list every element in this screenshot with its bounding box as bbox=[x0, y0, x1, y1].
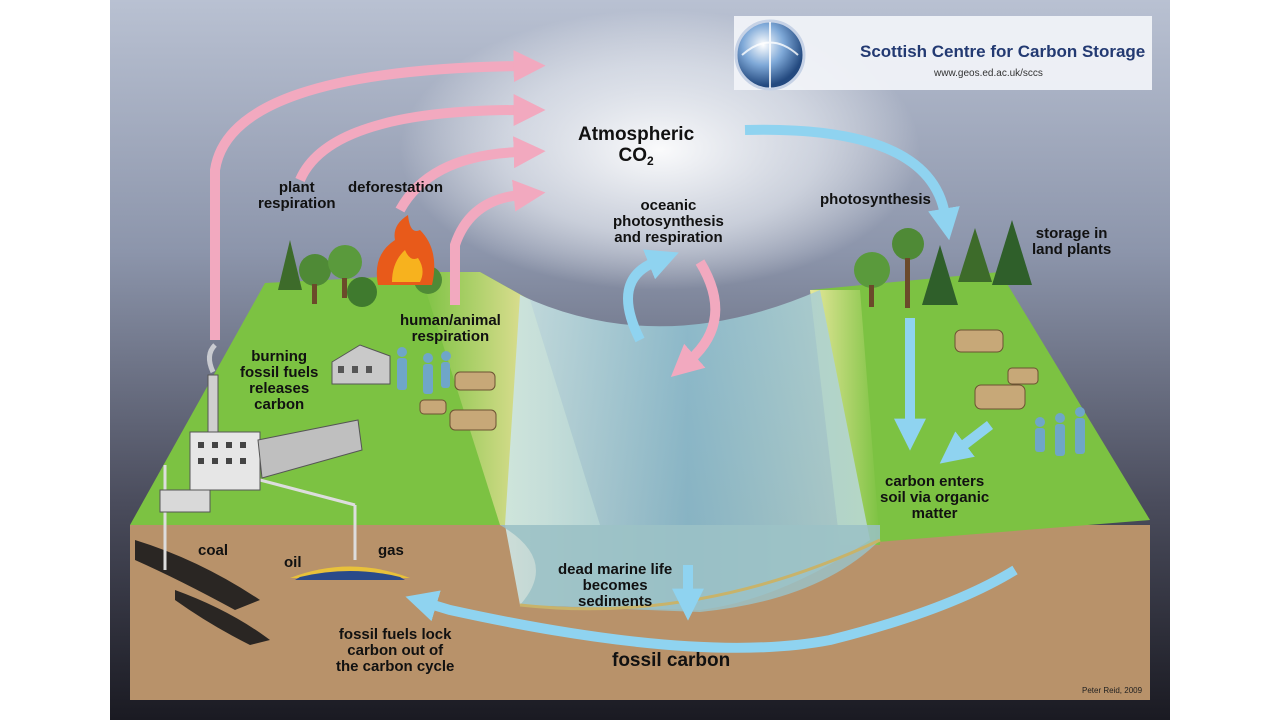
carbon-soil-line-2: soil via organic bbox=[880, 489, 990, 506]
plant-respiration-line-1: plant bbox=[278, 179, 315, 196]
factory-icon bbox=[159, 343, 363, 513]
label-fossil-lock: fossil fuels lock carbon out of the carb… bbox=[336, 627, 454, 675]
burning-line-2: fossil fuels bbox=[240, 364, 319, 381]
label-plant-respiration: plant respiration bbox=[258, 180, 336, 212]
person-icon-group-right bbox=[1035, 407, 1085, 456]
fossil-lock-line-1: fossil fuels lock bbox=[338, 626, 452, 643]
arrow-photosynthesis bbox=[744, 124, 960, 241]
label-carbon-soil: carbon enters soil via organic matter bbox=[880, 474, 989, 522]
coal-seam-2 bbox=[175, 590, 270, 645]
tree-icon-group-left bbox=[278, 240, 442, 307]
oceanic-line-2: photosynthesis bbox=[613, 213, 724, 230]
dead-marine-line-3: sediments bbox=[578, 593, 653, 610]
burning-line-3: releases bbox=[249, 380, 310, 397]
emission-arrows bbox=[210, 50, 546, 340]
ocean-cycle-arrow-blue bbox=[623, 249, 679, 343]
label-gas: gas bbox=[378, 542, 404, 559]
label-human-animal: human/animal respiration bbox=[400, 313, 501, 345]
label-coal: coal bbox=[198, 542, 229, 559]
animal-icon-group-right bbox=[954, 329, 1039, 410]
label-dead-marine: dead marine life becomes sediments bbox=[558, 562, 672, 610]
storage-line-1: storage in bbox=[1035, 225, 1108, 242]
storage-line-2: land plants bbox=[1032, 241, 1112, 258]
arrow-fossil-carbon bbox=[405, 565, 1018, 653]
animal-icon-group-left bbox=[419, 371, 497, 431]
label-atmospheric: Atmospheric CO2 bbox=[578, 124, 694, 172]
carbon-soil-line-1: carbon enters bbox=[885, 473, 985, 490]
uptake-arrows bbox=[405, 124, 1018, 653]
plant-respiration-line-2: respiration bbox=[258, 195, 336, 212]
soil-layer bbox=[130, 525, 1150, 700]
label-oil: oil bbox=[284, 554, 302, 571]
arrow-fossil-emission bbox=[210, 50, 546, 340]
label-photosynthesis: photosynthesis bbox=[820, 191, 931, 208]
label-deforestation: deforestation bbox=[348, 179, 444, 196]
pipe-horizontal bbox=[259, 478, 356, 507]
tree-icon-group-right bbox=[854, 220, 1032, 308]
burning-line-4: carbon bbox=[254, 396, 305, 413]
arrow-deforestation bbox=[395, 136, 546, 213]
dead-marine-line-2: becomes bbox=[582, 577, 648, 594]
fire-icon bbox=[376, 215, 435, 285]
fossil-lock-line-3: the carbon cycle bbox=[336, 658, 455, 675]
artist-credit: Peter Reid, 2009 bbox=[1082, 686, 1143, 695]
oil-pocket bbox=[295, 571, 405, 580]
label-storage: storage in land plants bbox=[1032, 226, 1111, 258]
human-animal-line-2: respiration bbox=[411, 328, 490, 345]
co2-subscript: 2 bbox=[646, 154, 654, 168]
person-icon-group-left bbox=[397, 347, 451, 394]
house-icon bbox=[331, 344, 391, 385]
co2-main: CO bbox=[618, 145, 647, 166]
arrow-human-respiration bbox=[450, 179, 546, 305]
arrow-animals-to-soil bbox=[939, 421, 994, 464]
label-oceanic: oceanic photosynthesis and respiration bbox=[613, 198, 724, 246]
burning-line-1: burning bbox=[251, 348, 308, 365]
fossil-lock-line-2: carbon out of bbox=[347, 642, 444, 659]
carbon-soil-line-3: matter bbox=[911, 505, 958, 522]
ocean-cycle-arrow-pink bbox=[670, 259, 721, 378]
organization-title: Scottish Centre for Carbon Storage bbox=[860, 42, 1146, 61]
oceanic-line-1: oceanic bbox=[640, 197, 697, 214]
arrow-plant-respiration bbox=[295, 94, 546, 183]
atmospheric-line: Atmospheric bbox=[578, 124, 695, 145]
human-animal-line-1: human/animal bbox=[400, 312, 501, 329]
organization-url[interactable]: www.geos.ed.ac.uk/sccs bbox=[934, 68, 1043, 79]
co2-line: CO2 bbox=[578, 145, 694, 172]
dead-marine-line-1: dead marine life bbox=[558, 561, 673, 578]
oceanic-line-3: and respiration bbox=[614, 229, 723, 246]
label-fossil-carbon: fossil carbon bbox=[612, 650, 731, 671]
label-burning: burning fossil fuels releases carbon bbox=[240, 349, 318, 413]
